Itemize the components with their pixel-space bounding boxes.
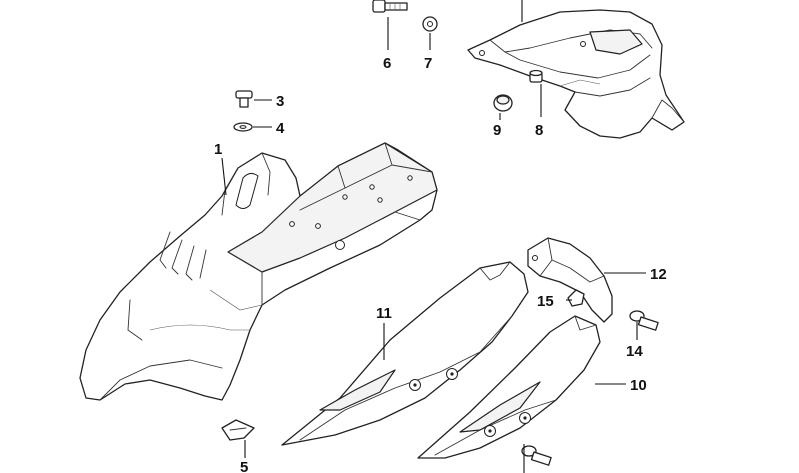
part-6-bolt [372,0,408,13]
callout-14: 14 [626,343,643,360]
callout-4: 4 [276,120,285,137]
callout-11: 11 [376,305,392,322]
callout-3: 3 [276,93,284,110]
part-9-grommet [493,94,513,112]
part-8-nut [529,69,543,83]
part-11-side-cover-left [281,261,529,446]
part-3-bolt [235,90,253,108]
callout-8: 8 [535,122,543,139]
part-1-rear-inner-fender [79,142,438,401]
callout-10: 10 [630,377,647,394]
callout-5: 5 [240,459,248,473]
rear-mudguard-assembly [467,9,685,139]
callout-6: 6 [383,55,391,72]
callout-15: 15 [537,293,554,310]
callout-1: 1 [214,141,222,158]
leader-lines [221,0,646,473]
callout-9: 9 [493,122,501,139]
callout-labels: 1 3 4 5 6 7 8 9 10 11 12 14 15 [214,55,667,473]
part-7-washer [422,16,438,32]
callout-12: 12 [650,266,667,283]
part-15-clip [567,289,585,307]
part-4-washer [233,122,253,132]
part-10-side-cover-right [417,315,601,459]
part-14-bolt [629,310,659,331]
part-12-rear-bracket [527,237,613,323]
part-5-clip-nut [221,419,255,441]
bottom-bolt [521,445,552,466]
callout-7: 7 [424,55,432,72]
